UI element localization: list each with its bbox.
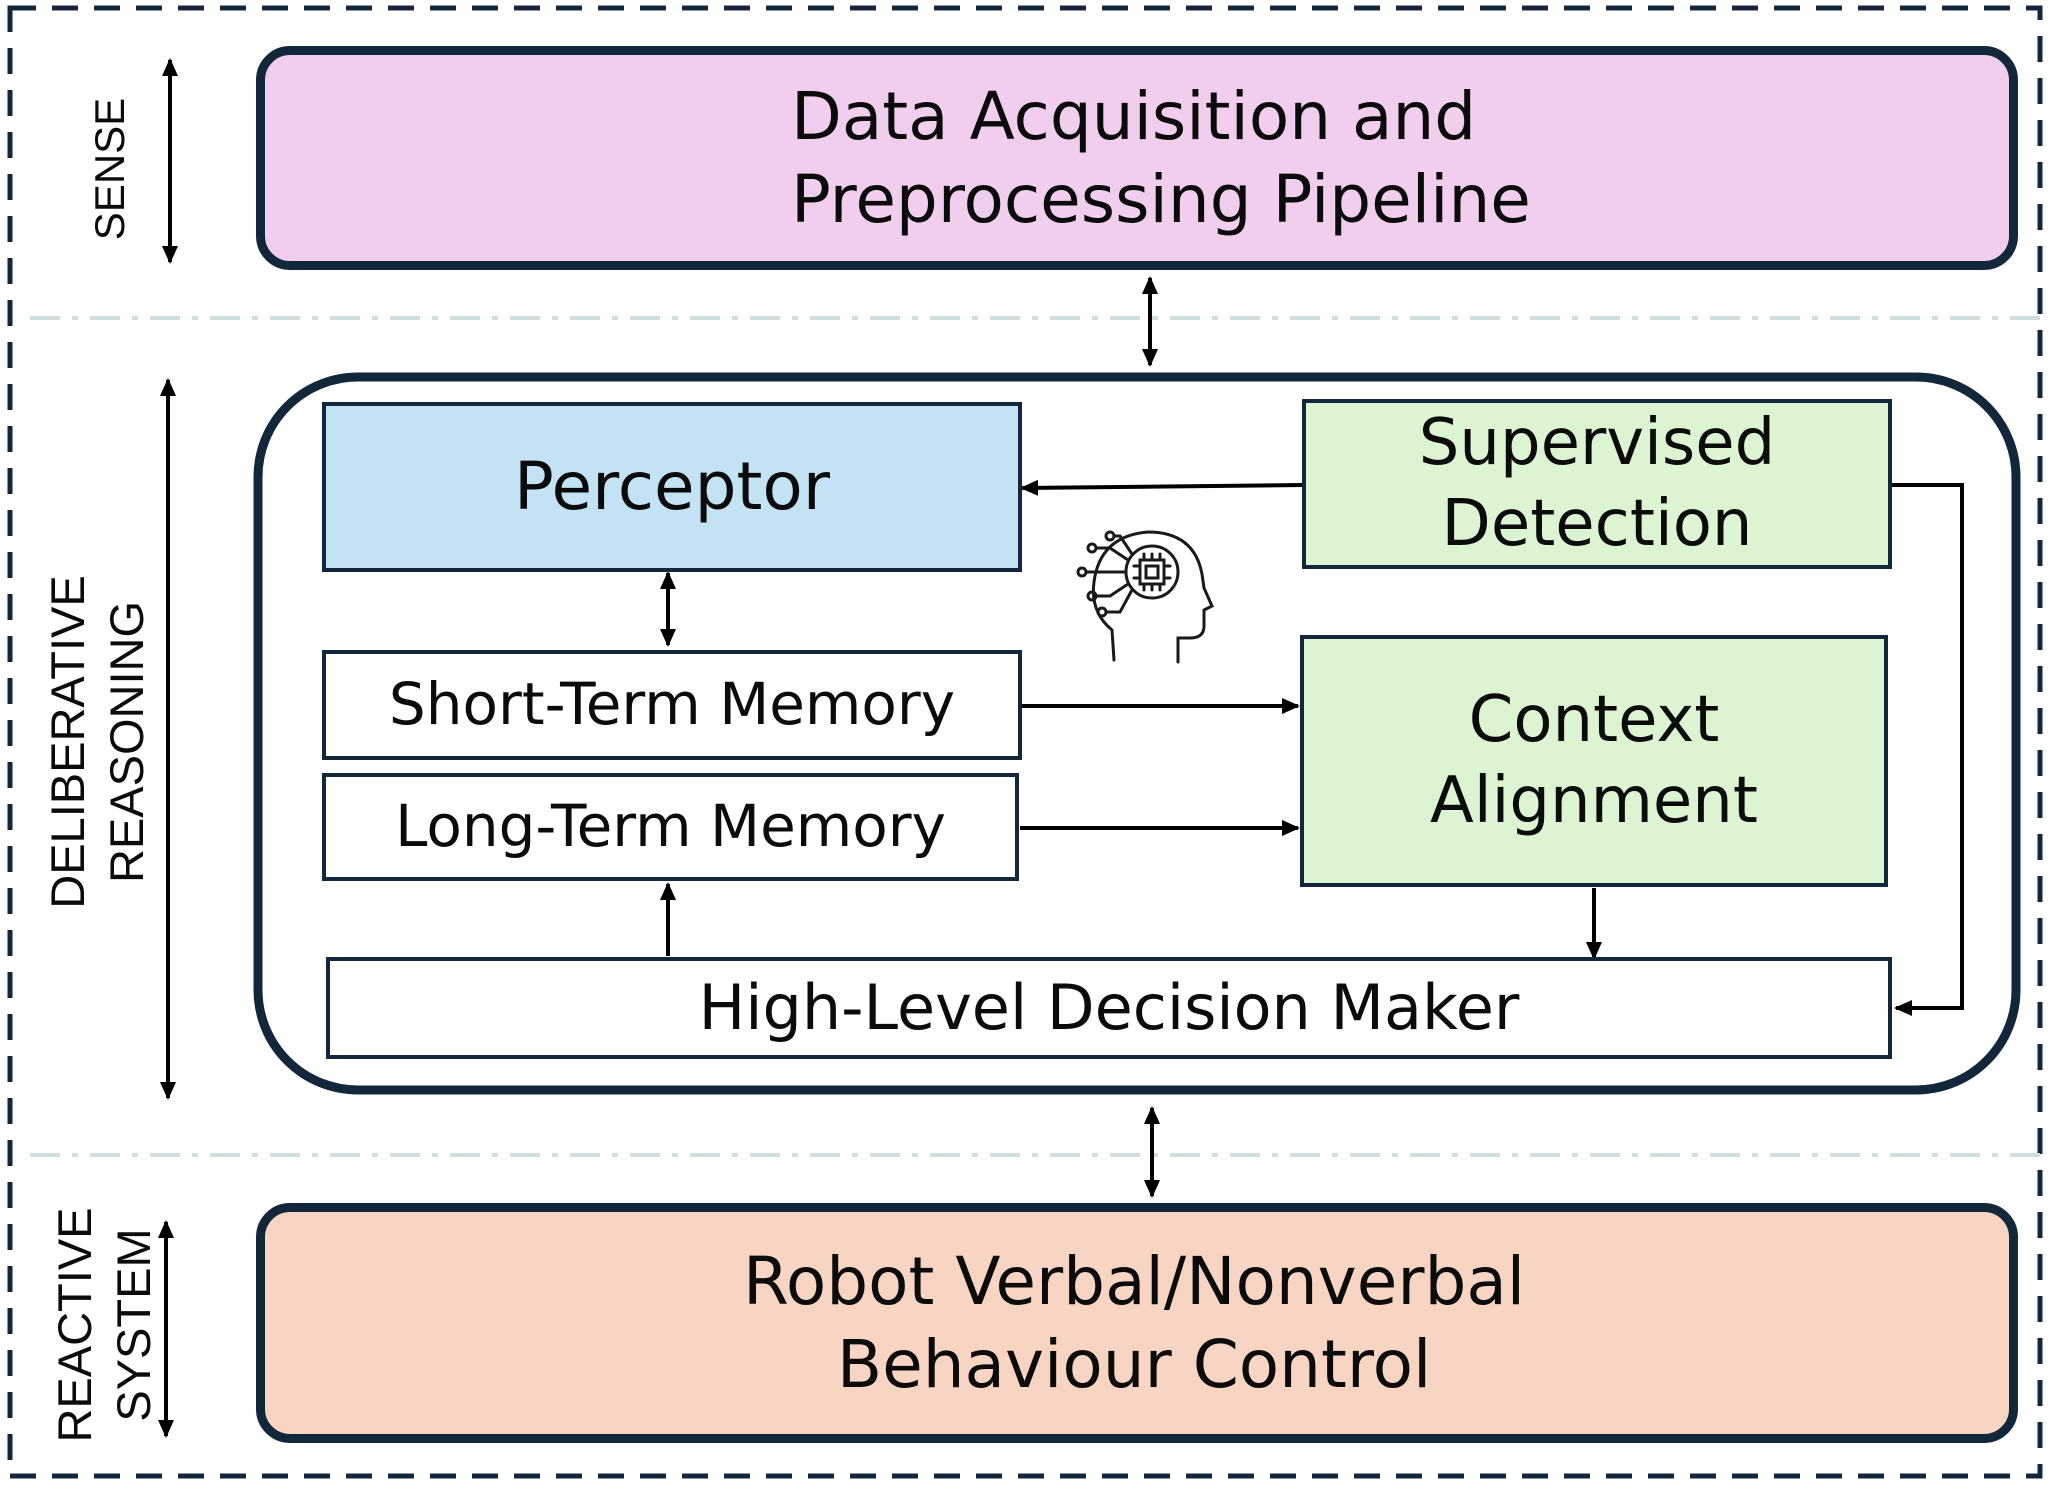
long-term-memory-box: Long-Term Memory [322,773,1019,881]
context-alignment-line2: Alignment [1430,764,1758,838]
supervised-detection-line2: Detection [1441,487,1753,561]
sense-label-text: SENSE [85,97,133,241]
long-term-memory-label: Long-Term Memory [395,792,946,861]
detection-to-perceptor-arrow [1020,479,1303,496]
sense-layer-label: SENSE [85,79,135,259]
behaviour-control-box: Robot Verbal/Nonverbal Behaviour Control [256,1203,2018,1443]
ai-brain-chip-icon [1076,530,1214,664]
deliberative-layer-label: DELIBERATIVE REASONING [38,542,158,942]
deliberative-label-line1: DELIBERATIVE [41,575,95,909]
data-pipeline-box: Data Acquisition and Preprocessing Pipel… [256,46,2018,270]
decision-maker-label: High-Level Decision Maker [698,970,1520,1044]
supervised-detection-box: Supervised Detection [1302,399,1892,569]
reactive-label-line2: SYSTEM [107,1228,160,1422]
behaviour-title-line2: Behaviour Control [836,1326,1432,1403]
short-term-memory-box: Short-Term Memory [322,650,1022,760]
context-alignment-box: Context Alignment [1300,635,1888,887]
short-term-memory-label: Short-Term Memory [388,670,956,739]
detection-to-decision-arrow [1892,483,1964,1016]
supervised-detection-line1: Supervised [1418,406,1776,481]
decision-maker-box: High-Level Decision Maker [326,957,1892,1059]
outer-dashed-frame [7,5,2043,1479]
behaviour-title-line1: Robot Verbal/Nonverbal [743,1242,1526,1320]
context-alignment-line1: Context [1468,683,1720,758]
perceptor-box: Perceptor [322,402,1022,572]
perceptor-label: Perceptor [514,448,830,526]
deliberative-label-line2: REASONING [100,600,153,884]
reactive-label-line1: REACTIVE [48,1207,102,1443]
reactive-layer-label: REACTIVE SYSTEM [45,1200,165,1450]
pipeline-title-line2: Preprocessing Pipeline [791,161,1531,238]
pipeline-title-line1: Data Acquisition and [791,77,1477,155]
